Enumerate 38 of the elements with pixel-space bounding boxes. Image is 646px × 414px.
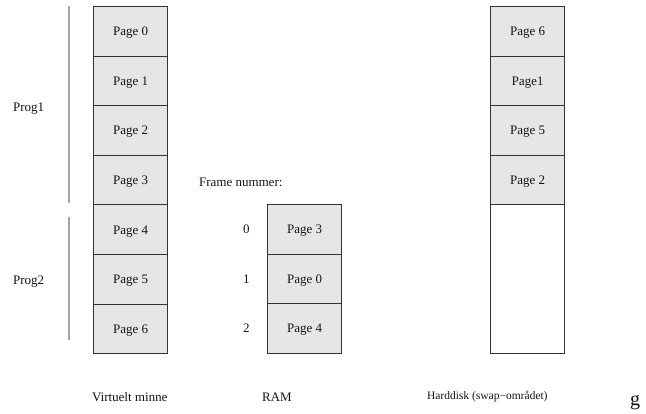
page-label: Page 4 bbox=[112, 222, 148, 238]
page-label: Page 6 bbox=[112, 320, 148, 337]
page-label: Page 2 bbox=[112, 122, 148, 138]
page-cell bbox=[267, 303, 342, 354]
page-cell bbox=[93, 56, 168, 106]
page-label: Page 1 bbox=[112, 72, 148, 89]
page-label: Page 0 bbox=[286, 270, 322, 287]
page-cell bbox=[490, 105, 565, 156]
program-label: Prog1 bbox=[13, 99, 44, 115]
program-label: Prog2 bbox=[13, 272, 44, 288]
page-cell bbox=[267, 254, 342, 304]
page-cell bbox=[490, 154, 565, 206]
page-label: Page 6 bbox=[510, 23, 546, 40]
page-label: Page 0 bbox=[112, 23, 148, 40]
page-label: Page1 bbox=[512, 72, 544, 89]
page-cell bbox=[93, 304, 168, 354]
page-cell bbox=[490, 6, 565, 57]
page-cell bbox=[93, 105, 168, 156]
column-caption: Virtuelt minne bbox=[92, 389, 168, 405]
page-cell bbox=[93, 154, 168, 206]
column-caption: Harddisk (swap−området) bbox=[427, 390, 548, 402]
page-cell bbox=[267, 204, 342, 255]
page-cell bbox=[93, 254, 168, 305]
page-label: Page 5 bbox=[112, 271, 148, 288]
page-cell bbox=[490, 56, 565, 106]
column-caption: RAM bbox=[262, 389, 292, 405]
page-label: Page 2 bbox=[510, 172, 546, 188]
frame-number: 2 bbox=[243, 320, 250, 336]
page-cell bbox=[93, 6, 168, 57]
stray-character: g bbox=[630, 388, 640, 411]
page-cell bbox=[93, 204, 168, 255]
page-label: Page 5 bbox=[510, 122, 546, 138]
page-label: Page 3 bbox=[112, 172, 148, 188]
frame-number: 0 bbox=[243, 221, 250, 237]
frame-number: 1 bbox=[243, 271, 250, 287]
page-label: Page 3 bbox=[286, 221, 322, 238]
page-label: Page 4 bbox=[286, 320, 322, 336]
frame-number-heading: Frame nummer: bbox=[199, 174, 282, 190]
